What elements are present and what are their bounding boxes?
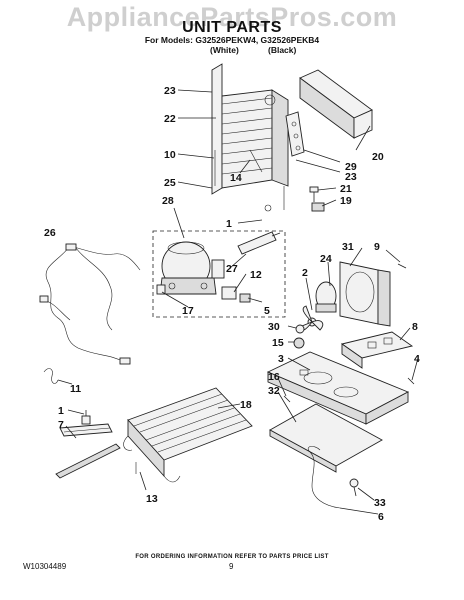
variant-white-label: (White) <box>210 45 239 55</box>
base-pan-part <box>266 351 410 425</box>
condenser-part <box>211 63 289 212</box>
callout-7: 7 <box>58 419 64 431</box>
screw-and-clip-part <box>309 186 325 212</box>
screw-9 <box>397 263 407 269</box>
page-number: 9 <box>229 562 234 571</box>
compressor-part <box>159 241 225 295</box>
callout-32: 32 <box>268 385 280 397</box>
callout-4: 4 <box>414 353 420 365</box>
callout-10: 10 <box>164 149 176 161</box>
callout-31: 31 <box>342 241 354 253</box>
variant-black-label: (Black) <box>268 45 297 55</box>
callout-20: 20 <box>372 151 384 163</box>
callout-15: 15 <box>272 337 284 349</box>
callout-24: 24 <box>320 253 332 265</box>
compressor-group-box <box>152 230 286 318</box>
filter-drier-part <box>237 231 281 255</box>
callout-1-top: 1 <box>226 218 232 230</box>
callout-numbers: 23 22 10 25 14 20 29 23 21 19 28 1 26 9 … <box>44 85 420 523</box>
fan-shroud-part <box>339 261 391 327</box>
grommet-part <box>295 324 305 334</box>
drain-tray-part <box>269 403 383 473</box>
callout-17: 17 <box>182 305 194 317</box>
wire-harness-part <box>39 243 141 365</box>
evaporator-part <box>123 387 253 483</box>
clip-part <box>43 368 59 384</box>
callout-28: 28 <box>162 195 174 207</box>
callout-1-bottom: 1 <box>58 405 64 417</box>
model-numbers: For Models: G32526PEKW4, G32526PEKB4 <box>144 35 320 45</box>
fan-motor-part <box>315 281 337 313</box>
page-title: UNIT PARTS <box>182 19 282 36</box>
callout-18: 18 <box>240 399 252 411</box>
callout-3: 3 <box>278 353 284 365</box>
leader-lines <box>57 89 419 515</box>
drain-tube-part <box>307 446 359 509</box>
callout-5: 5 <box>264 305 270 317</box>
ordering-information-note: FOR ORDERING INFORMATION REFER TO PARTS … <box>135 554 329 560</box>
callout-6: 6 <box>378 511 384 523</box>
callout-23-left: 23 <box>164 85 176 97</box>
callout-19: 19 <box>340 195 352 207</box>
defrost-heater-part <box>55 410 121 479</box>
callout-16: 16 <box>268 371 280 383</box>
callout-21: 21 <box>340 183 352 195</box>
callout-30: 30 <box>268 321 280 333</box>
air-duct-part <box>299 69 373 139</box>
document-number: W10304489 <box>23 562 67 571</box>
callout-8: 8 <box>412 321 418 333</box>
callout-23-right: 23 <box>345 171 357 183</box>
callout-14: 14 <box>230 172 242 184</box>
callout-9: 9 <box>374 241 380 253</box>
callout-29: 29 <box>345 161 357 173</box>
watermark: AppliancePartsPros.com <box>66 2 398 32</box>
callout-22: 22 <box>164 113 176 125</box>
screw-16 <box>283 395 291 403</box>
callout-13: 13 <box>146 493 158 505</box>
callout-25: 25 <box>164 177 176 189</box>
condenser-bracket-part <box>285 111 305 157</box>
screw-4 <box>407 377 415 385</box>
callout-27: 27 <box>226 263 238 275</box>
callout-12: 12 <box>250 269 262 281</box>
spacer-part <box>293 337 305 349</box>
control-bracket-part <box>340 331 414 369</box>
callout-33: 33 <box>374 497 386 509</box>
callout-26: 26 <box>44 227 56 239</box>
callout-11: 11 <box>70 383 81 395</box>
relay-overload-part <box>156 284 251 303</box>
callout-2: 2 <box>302 267 308 279</box>
